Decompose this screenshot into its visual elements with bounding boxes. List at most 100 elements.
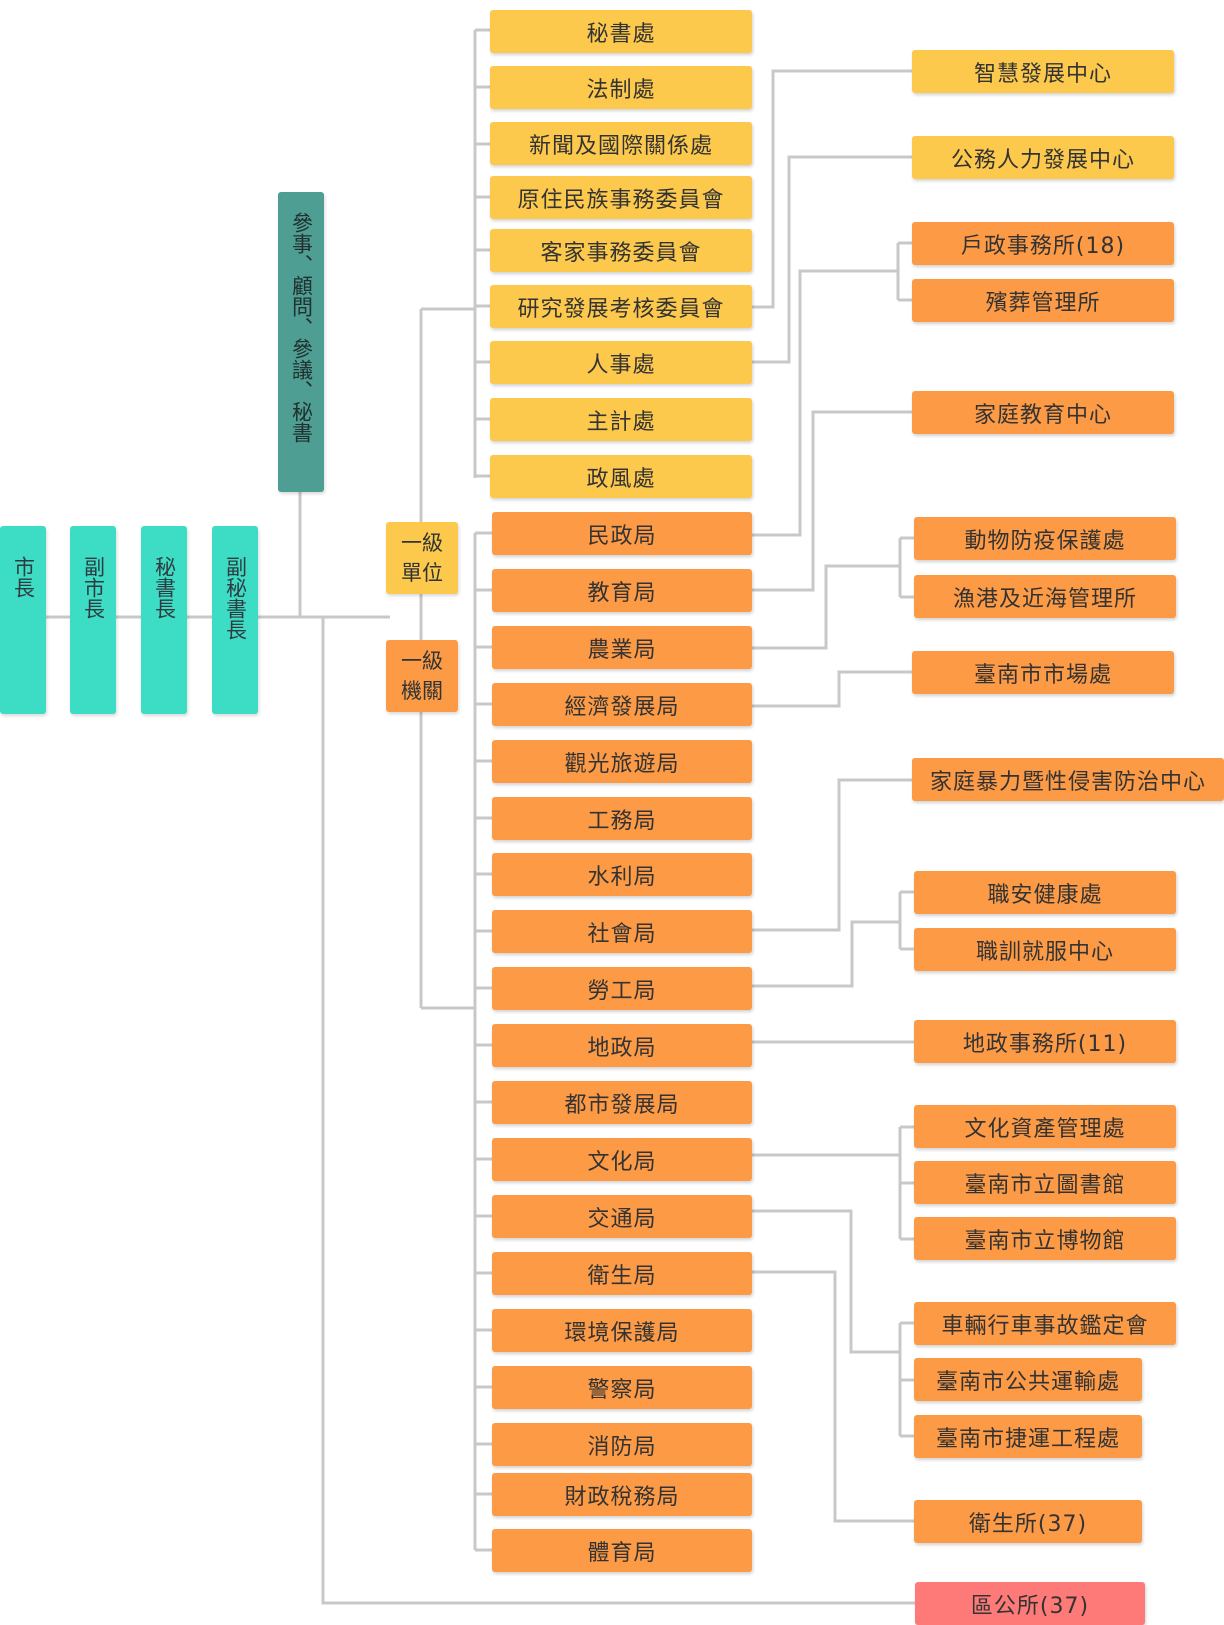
deputy-secretary-general-label: 副秘書長 bbox=[223, 556, 248, 640]
unit-label: 研究發展考核委員會 bbox=[517, 296, 725, 322]
agency-label: 警察局 bbox=[587, 1377, 657, 1403]
sub-box-household-registration: 戶政事務所(18) bbox=[912, 222, 1174, 265]
advisors-box: 參事、顧問、參議、秘書 bbox=[278, 192, 324, 492]
sub-label: 臺南市市場處 bbox=[973, 662, 1112, 688]
sub-label: 漁港及近海管理所 bbox=[952, 586, 1137, 612]
agency-label: 民政局 bbox=[587, 523, 657, 549]
unit-label: 原住民族事務委員會 bbox=[517, 187, 725, 213]
sub-label: 臺南市立博物館 bbox=[964, 1228, 1126, 1254]
agency-label: 環境保護局 bbox=[564, 1320, 680, 1346]
agency-label: 財政稅務局 bbox=[564, 1484, 680, 1510]
agency-label: 交通局 bbox=[587, 1206, 657, 1232]
unit-label: 政風處 bbox=[586, 466, 656, 492]
first-level-agency-header: 一級機關 bbox=[386, 640, 458, 712]
agency-label: 體育局 bbox=[587, 1540, 657, 1566]
sub-box-vocational-training: 職訓就服中心 bbox=[914, 928, 1176, 971]
agency-box-labor: 勞工局 bbox=[492, 967, 752, 1010]
sub-label: 公務人力發展中心 bbox=[950, 147, 1135, 173]
sub-label: 動物防疫保護處 bbox=[964, 528, 1126, 554]
agency-box-tourism: 觀光旅遊局 bbox=[492, 740, 752, 783]
agency-box-police: 警察局 bbox=[492, 1366, 752, 1409]
sub-box-accident-appraisal: 車輛行車事故鑑定會 bbox=[914, 1302, 1176, 1345]
sub-box-health-stations: 衛生所(37) bbox=[914, 1500, 1142, 1543]
sub-label: 殯葬管理所 bbox=[985, 290, 1101, 316]
sub-box-market-office: 臺南市市場處 bbox=[912, 651, 1174, 694]
sub-box-library: 臺南市立圖書館 bbox=[914, 1161, 1176, 1204]
unit-box-hakka: 客家事務委員會 bbox=[490, 229, 752, 272]
agency-box-social-affairs: 社會局 bbox=[492, 910, 752, 953]
agency-box-health: 衛生局 bbox=[492, 1252, 752, 1295]
first-level-unit-label: 一級單位 bbox=[401, 531, 443, 585]
mayor-label: 市長 bbox=[11, 556, 36, 598]
sub-label: 臺南市公共運輸處 bbox=[935, 1369, 1120, 1395]
sub-label: 職訓就服中心 bbox=[975, 939, 1114, 965]
deputy-secretary-general-box: 副秘書長 bbox=[212, 526, 258, 714]
sub-box-animal-health: 動物防疫保護處 bbox=[914, 517, 1176, 560]
sub-label: 家庭教育中心 bbox=[973, 402, 1112, 428]
sub-box-public-transport: 臺南市公共運輸處 bbox=[914, 1358, 1142, 1401]
sub-label: 家庭暴力暨性侵害防治中心 bbox=[929, 769, 1206, 795]
sub-box-cultural-assets: 文化資產管理處 bbox=[914, 1105, 1176, 1148]
agency-label: 水利局 bbox=[587, 864, 657, 890]
agency-label: 工務局 bbox=[587, 808, 657, 834]
sub-label: 車輛行車事故鑑定會 bbox=[941, 1313, 1149, 1339]
agency-label: 勞工局 bbox=[587, 978, 657, 1004]
sub-box-occupational-safety: 職安健康處 bbox=[914, 871, 1176, 914]
agency-label: 地政局 bbox=[587, 1035, 657, 1061]
unit-box-news-international: 新聞及國際關係處 bbox=[490, 122, 752, 165]
sub-label: 區公所(37) bbox=[970, 1593, 1090, 1619]
advisors-label: 參事、顧問、參議、秘書 bbox=[289, 212, 314, 443]
agency-box-transportation: 交通局 bbox=[492, 1195, 752, 1238]
unit-label: 新聞及國際關係處 bbox=[528, 133, 713, 159]
agency-box-public-works: 工務局 bbox=[492, 797, 752, 840]
unit-label: 法制處 bbox=[586, 77, 656, 103]
agency-box-land-administration: 地政局 bbox=[492, 1024, 752, 1067]
sub-box-funeral-management: 殯葬管理所 bbox=[912, 279, 1174, 322]
unit-box-research-evaluation: 研究發展考核委員會 bbox=[490, 285, 752, 328]
sub-label: 職安健康處 bbox=[987, 882, 1103, 908]
sub-box-mrt-engineering: 臺南市捷運工程處 bbox=[914, 1415, 1142, 1458]
sub-label: 衛生所(37) bbox=[968, 1511, 1088, 1537]
unit-label: 秘書處 bbox=[586, 21, 656, 47]
sub-box-civil-service-center: 公務人力發展中心 bbox=[912, 136, 1174, 179]
sub-box-smart-dev-center: 智慧發展中心 bbox=[912, 50, 1174, 93]
agency-label: 都市發展局 bbox=[564, 1092, 680, 1118]
unit-box-indigenous: 原住民族事務委員會 bbox=[490, 176, 752, 219]
unit-label: 客家事務委員會 bbox=[540, 240, 702, 266]
agency-box-environmental-protection: 環境保護局 bbox=[492, 1309, 752, 1352]
unit-box-accounting: 主計處 bbox=[490, 398, 752, 441]
unit-box-secretariat: 秘書處 bbox=[490, 10, 752, 53]
sub-label: 臺南市捷運工程處 bbox=[935, 1426, 1120, 1452]
agency-box-cultural-affairs: 文化局 bbox=[492, 1138, 752, 1181]
sub-box-domestic-violence: 家庭暴力暨性侵害防治中心 bbox=[912, 758, 1224, 801]
unit-label: 人事處 bbox=[586, 352, 656, 378]
agency-box-civil-affairs: 民政局 bbox=[492, 512, 752, 555]
unit-box-ethics: 政風處 bbox=[490, 455, 752, 498]
sub-label: 文化資產管理處 bbox=[964, 1116, 1126, 1142]
sub-box-land-offices: 地政事務所(11) bbox=[914, 1020, 1176, 1063]
sub-label: 臺南市立圖書館 bbox=[964, 1172, 1126, 1198]
sub-box-district-offices: 區公所(37) bbox=[915, 1582, 1145, 1625]
first-level-agency-label: 一級機關 bbox=[401, 649, 443, 703]
agency-box-sports: 體育局 bbox=[492, 1529, 752, 1572]
unit-box-personnel: 人事處 bbox=[490, 341, 752, 384]
agency-label: 消防局 bbox=[587, 1434, 657, 1460]
sub-label: 智慧發展中心 bbox=[973, 61, 1112, 87]
agency-box-finance-tax: 財政稅務局 bbox=[492, 1473, 752, 1516]
unit-box-legal: 法制處 bbox=[490, 66, 752, 109]
secretary-general-label: 秘書長 bbox=[152, 556, 177, 619]
agency-box-fire: 消防局 bbox=[492, 1423, 752, 1466]
agency-label: 社會局 bbox=[587, 921, 657, 947]
agency-label: 農業局 bbox=[587, 637, 657, 663]
agency-label: 文化局 bbox=[587, 1149, 657, 1175]
sub-box-fishing-port: 漁港及近海管理所 bbox=[914, 575, 1176, 618]
deputy-mayor-box: 副市長 bbox=[70, 526, 116, 714]
first-level-unit-header: 一級單位 bbox=[386, 522, 458, 594]
agency-box-water-resources: 水利局 bbox=[492, 853, 752, 896]
agency-label: 教育局 bbox=[587, 580, 657, 606]
deputy-mayor-label: 副市長 bbox=[81, 556, 106, 619]
agency-label: 經濟發展局 bbox=[564, 694, 680, 720]
agency-box-economic-development: 經濟發展局 bbox=[492, 683, 752, 726]
agency-box-agriculture: 農業局 bbox=[492, 626, 752, 669]
